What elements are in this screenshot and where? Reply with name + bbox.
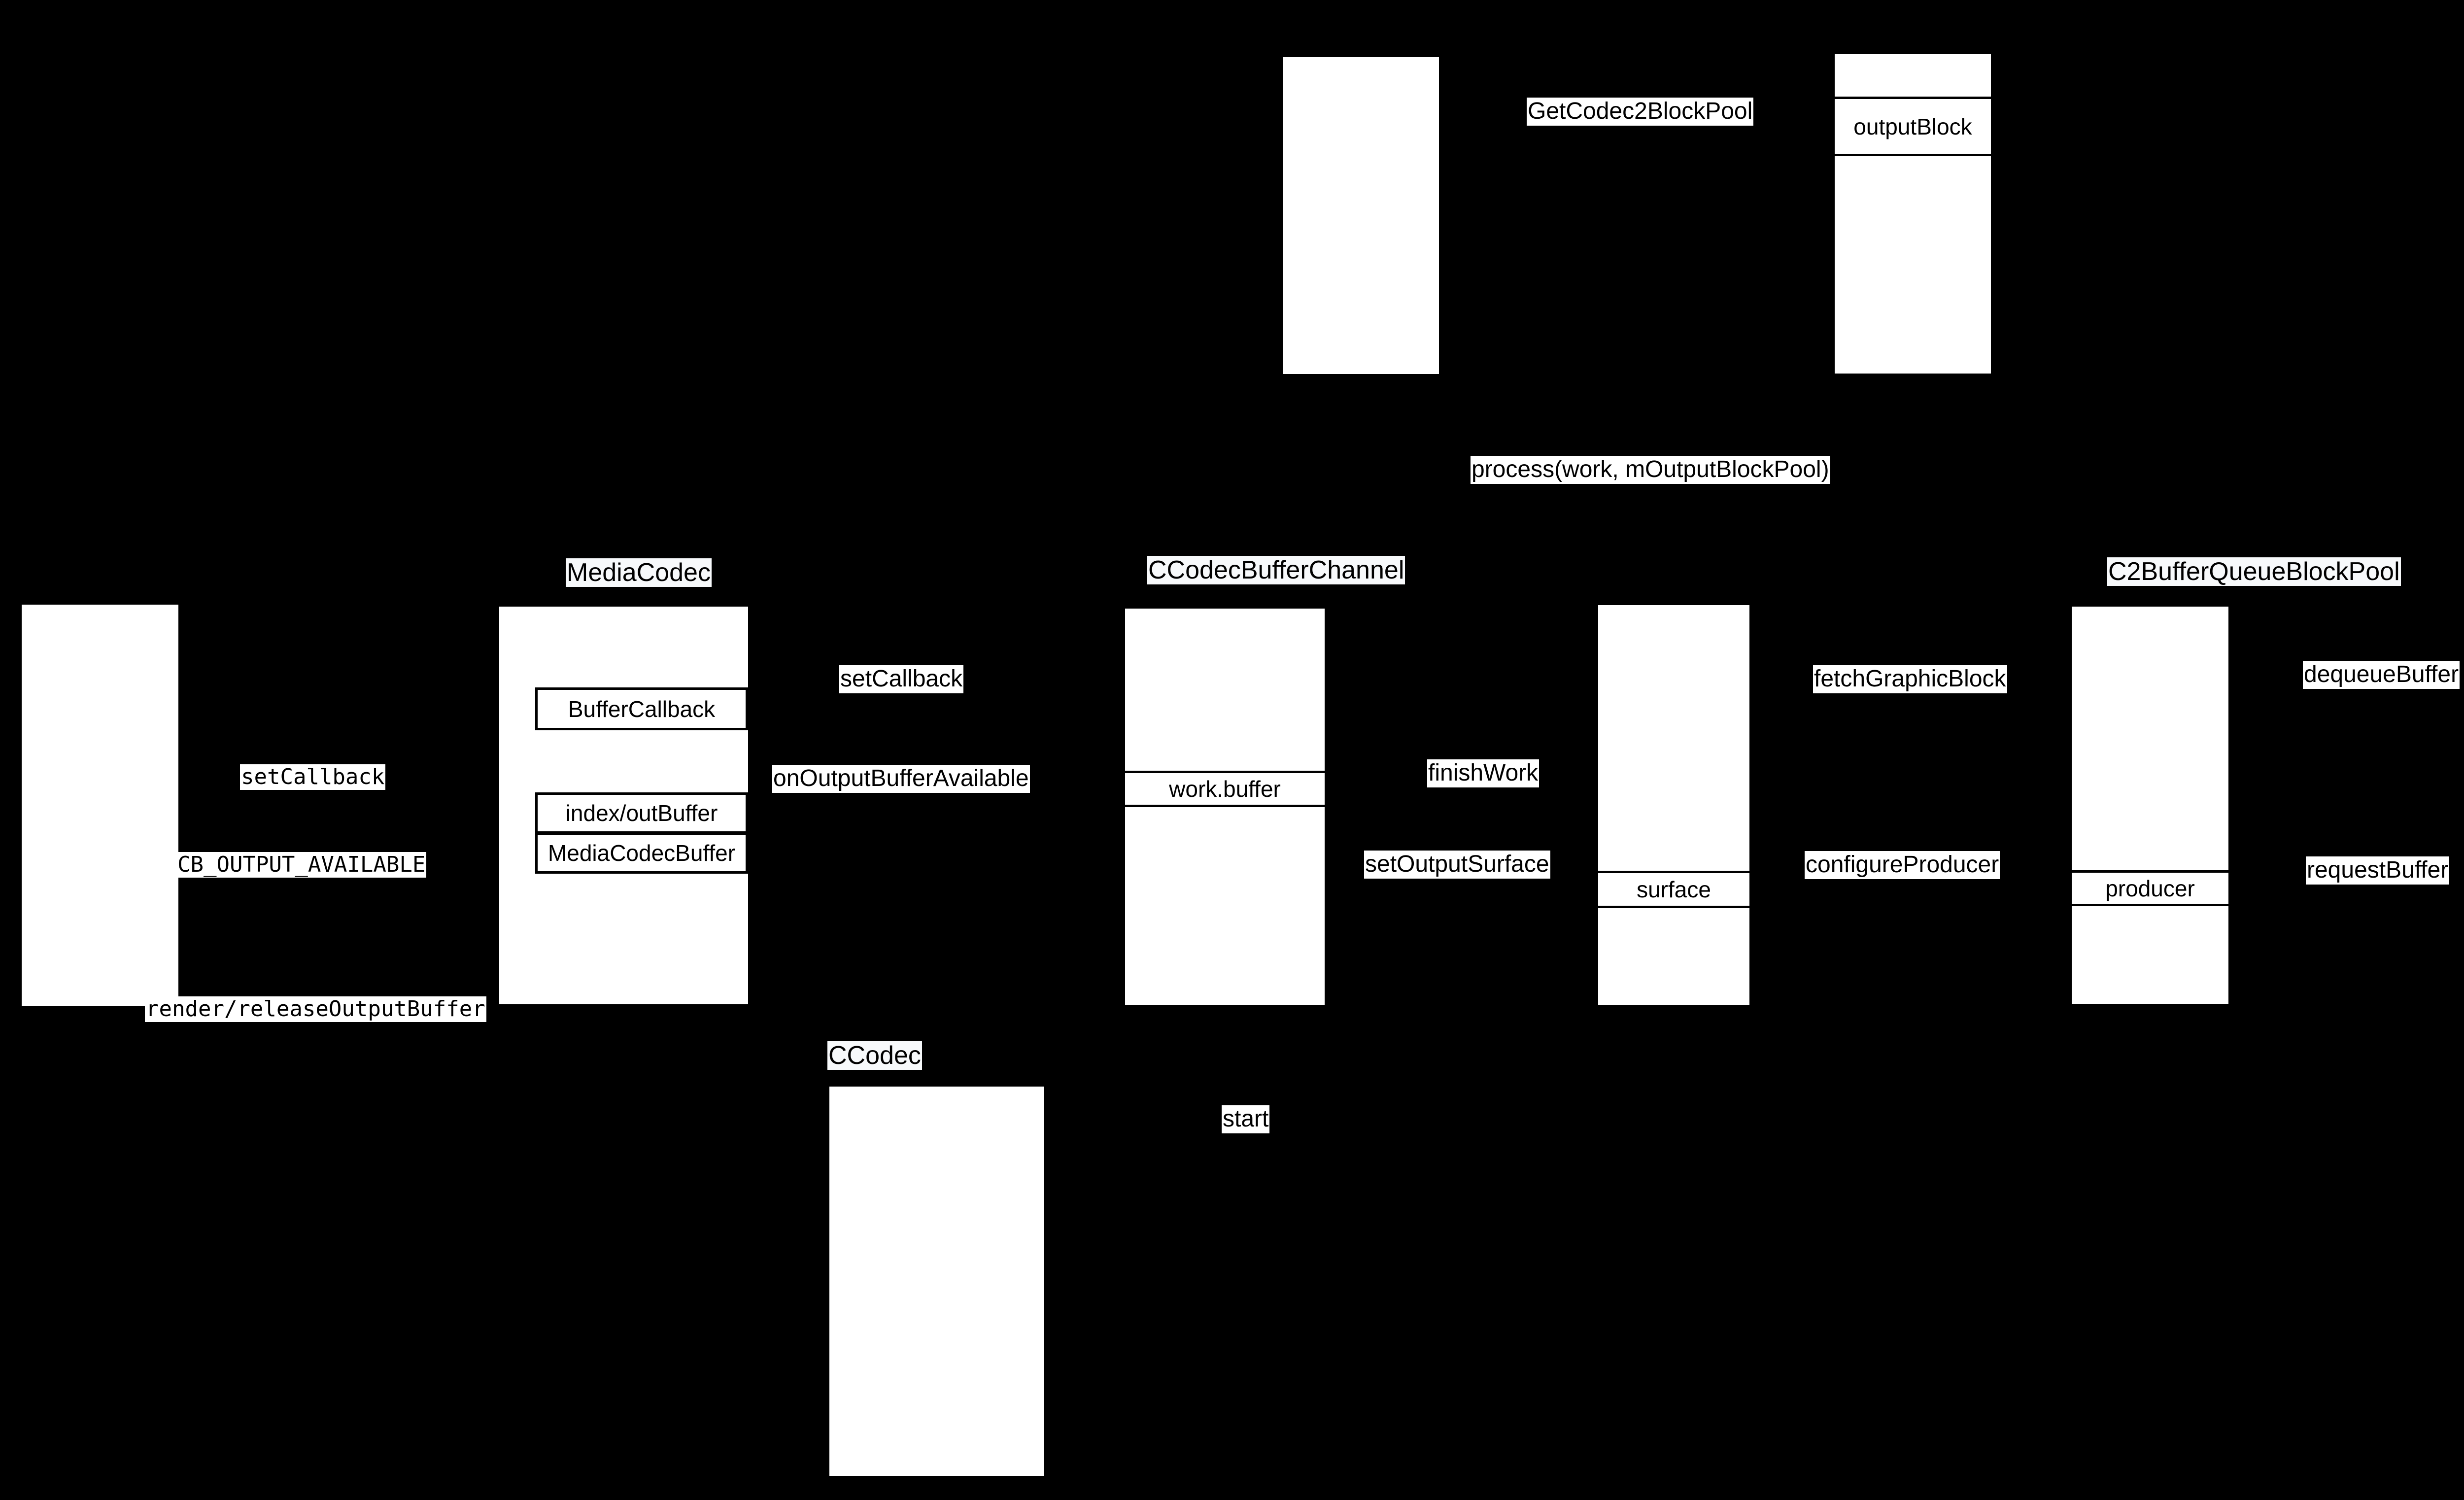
lifeline-top-left-activation: [1283, 57, 1439, 374]
lifeline-subbox-mediacodec-1: index/outBuffer: [535, 792, 748, 834]
message-label-render-releaseoutputbuffer: render/releaseOutputBuffer: [145, 996, 486, 1022]
lifeline-subbox-mediacodec-0: BufferCallback: [535, 687, 748, 730]
lifeline-surface: [1598, 605, 1749, 1005]
lifeline-segment-outputblock-0: outputBlock: [1835, 97, 1991, 156]
message-label-setcallback: setCallback: [839, 665, 964, 693]
lifeline-c2bufferqueueblockpool: [2072, 607, 2228, 1004]
message-label-fetchgraphicblock: fetchGraphicBlock: [1813, 665, 2007, 693]
message-label-setoutputsurface: setOutputSurface: [1364, 851, 1550, 879]
message-label-cb-output-available: CB_OUTPUT_AVAILABLE: [176, 852, 427, 878]
message-label-requestbuffer: requestBuffer: [2306, 856, 2450, 885]
message-label-dequeuebuffer: dequeueBuffer: [2303, 661, 2460, 689]
lifeline-title-c2bufferqueueblockpool: C2BufferQueueBlockPool: [2107, 557, 2401, 586]
lifeline-segment-surface-0: surface: [1598, 871, 1749, 908]
message-label-setcallback: setCallback: [240, 764, 386, 790]
lifeline-subbox-mediacodec-2: MediaCodecBuffer: [535, 832, 748, 874]
lifeline-ccodec: [829, 1087, 1044, 1476]
message-label-configureproducer: configureProducer: [1805, 851, 2000, 879]
lifeline-title-mediacodec: MediaCodec: [566, 558, 712, 587]
lifeline-client: [22, 605, 178, 1006]
message-label-onoutputbufferavailable: onOutputBufferAvailable: [772, 765, 1030, 793]
lifeline-segment-c2bufferqueueblockpool-0: producer: [2072, 870, 2228, 906]
message-label-getcodec2blockpool: GetCodec2BlockPool: [1527, 98, 1754, 126]
message-label-process-work-moutputblockpool: process(work, mOutputBlockPool): [1471, 456, 1830, 484]
message-label-start: start: [1222, 1105, 1270, 1133]
lifeline-title-ccodecbufferchannel: CCodecBufferChannel: [1147, 556, 1405, 585]
message-label-finishwork: finishWork: [1427, 759, 1540, 787]
lifeline-segment-ccodecbufferchannel-0: work.buffer: [1125, 771, 1325, 807]
lifeline-title-ccodec: CCodec: [827, 1041, 922, 1070]
